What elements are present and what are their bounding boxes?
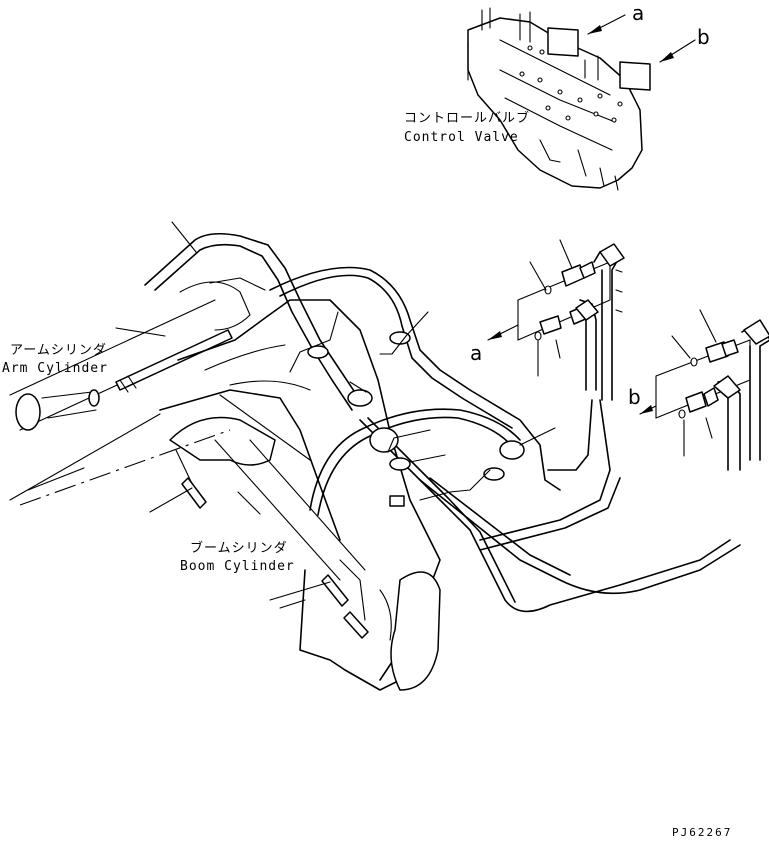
control-valve-label-en: Control Valve	[404, 130, 519, 145]
arrow-b-valve	[659, 39, 696, 63]
control-valve-label-jp: コントロールバルブ	[404, 110, 530, 126]
center-line	[19, 429, 231, 506]
callout-b-fitting: b	[628, 385, 641, 409]
arrow-a-fitting	[487, 324, 519, 341]
arm-cylinder-label-jp: アームシリンダ	[10, 343, 107, 358]
fitting-group-b	[655, 309, 769, 471]
boom-cylinder-label-jp: ブームシリンダ	[190, 540, 288, 556]
control-valve	[467, 7, 651, 191]
callout-a-top: a	[632, 1, 644, 25]
callout-a-fitting: a	[470, 341, 482, 365]
arm-cylinder-label-en: Arm Cylinder	[2, 361, 108, 376]
boom-cylinder	[169, 416, 369, 639]
arm-cylinder	[9, 277, 266, 431]
leader-lines	[9, 221, 556, 601]
arm-hose-fitting	[115, 329, 233, 393]
pipe-clamps	[307, 331, 525, 507]
boom-cylinder-label-en: Boom Cylinder	[180, 559, 295, 574]
drawing-code: PJ62267	[672, 826, 732, 839]
arrow-b-fitting	[639, 405, 657, 415]
boom-body	[159, 299, 441, 691]
upper-pipes	[144, 232, 561, 491]
fitting-group-a	[517, 239, 625, 401]
arrow-a-valve	[587, 14, 626, 35]
lower-pipes	[309, 399, 741, 613]
callout-b-top: b	[697, 25, 710, 49]
